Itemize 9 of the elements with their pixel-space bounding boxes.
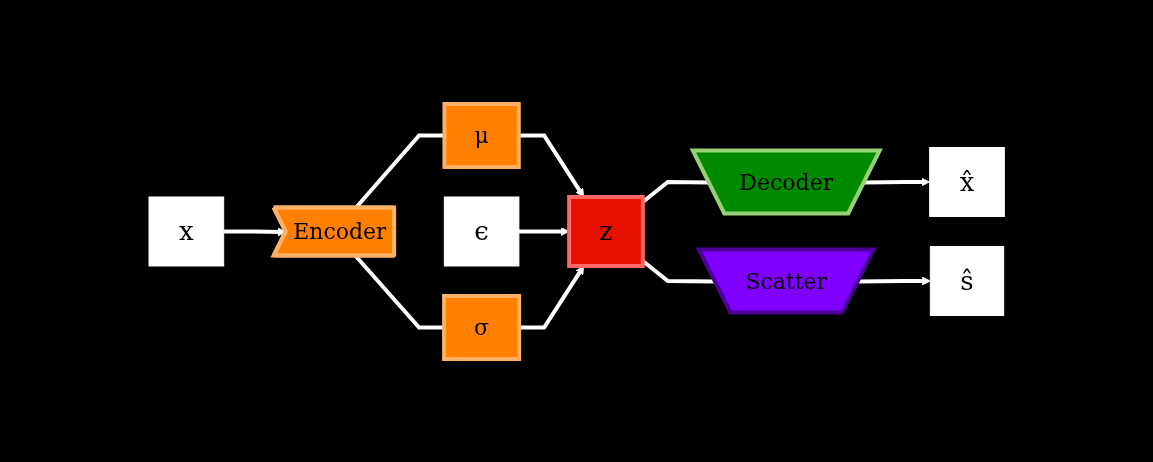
- node-box: ϵ: [443, 196, 520, 266]
- node-box: z: [566, 194, 645, 268]
- arrow: [858, 276, 931, 285]
- node-box: x̂: [929, 146, 1005, 217]
- node-box: x: [148, 196, 224, 266]
- node-box: ŝ: [929, 245, 1004, 316]
- node-box: μ: [442, 101, 521, 169]
- node-box: σ: [441, 293, 521, 361]
- arrow: [864, 177, 930, 186]
